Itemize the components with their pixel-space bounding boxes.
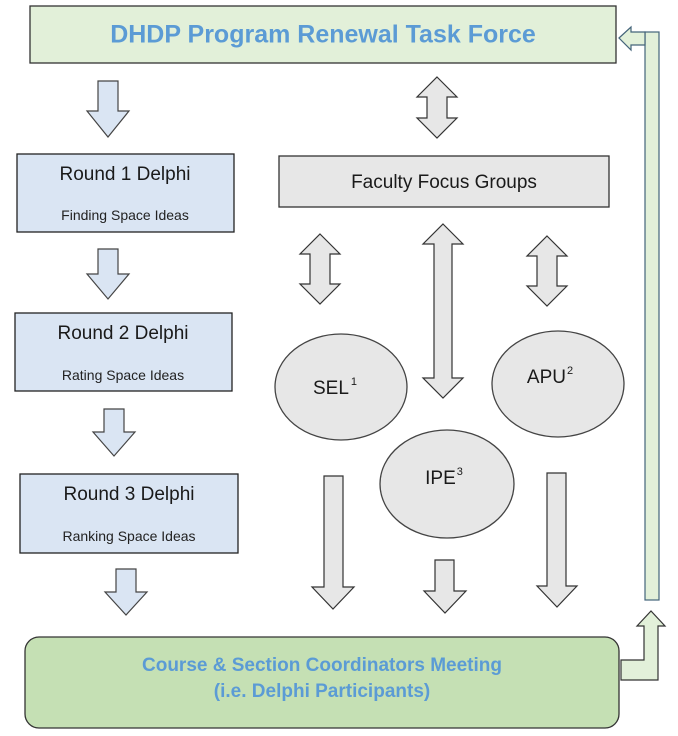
- focus-groups-box: [278, 155, 610, 208]
- feedback-arrow-vertical-bar: [644, 31, 660, 601]
- round-1-node[interactable]: Round 1 Delphi Finding Space Ideas: [16, 153, 235, 233]
- apu-label-text: APU: [527, 367, 566, 388]
- ipe-label: IPE3: [425, 466, 463, 489]
- down-arrow-sel-to-meeting: [310, 475, 356, 610]
- down-arrow-taskforce-to-round1: [85, 80, 131, 138]
- double-arrow-focus-apu: [525, 235, 569, 307]
- round-2-box: [14, 312, 233, 392]
- feedback-arrow-meeting-up: [620, 610, 667, 681]
- round-2-subtitle: Rating Space Ideas: [62, 367, 184, 383]
- apu-ellipse: [491, 330, 625, 438]
- task-force-box: [29, 5, 617, 64]
- focus-groups-node[interactable]: Faculty Focus Groups: [278, 155, 610, 208]
- feedback-arrow-into-taskforce: [618, 25, 646, 52]
- focus-groups-title: Faculty Focus Groups: [351, 172, 537, 193]
- sel-ellipse: [274, 333, 408, 441]
- ipe-node[interactable]: IPE3: [379, 429, 515, 539]
- round-1-box: [16, 153, 235, 233]
- apu-superscript: 2: [567, 365, 573, 377]
- apu-label: APU2: [527, 365, 573, 388]
- double-arrow-taskforce-focus: [415, 76, 459, 139]
- apu-node[interactable]: APU2: [491, 330, 625, 438]
- double-arrow-focus-sel: [298, 233, 342, 305]
- round-3-node[interactable]: Round 3 Delphi Ranking Space Ideas: [19, 473, 239, 554]
- down-arrow-apu-to-meeting: [535, 472, 579, 608]
- sel-label-text: SEL: [313, 378, 349, 399]
- meeting-line-2: (i.e. Delphi Participants): [214, 681, 430, 702]
- round-1-title: Round 1 Delphi: [60, 164, 191, 185]
- sel-superscript: 1: [351, 376, 357, 388]
- ipe-superscript: 3: [457, 466, 463, 478]
- round-2-title: Round 2 Delphi: [58, 323, 189, 344]
- double-arrow-focus-ipe: [421, 223, 465, 399]
- ipe-label-text: IPE: [425, 468, 456, 489]
- ipe-ellipse: [379, 429, 515, 539]
- meeting-box: [24, 636, 620, 729]
- round-3-title: Round 3 Delphi: [64, 484, 195, 505]
- meeting-line-1: Course & Section Coordinators Meeting: [142, 655, 502, 676]
- round-3-box: [19, 473, 239, 554]
- round-3-subtitle: Ranking Space Ideas: [62, 528, 195, 544]
- task-force-node[interactable]: DHDP Program Renewal Task Force: [29, 5, 617, 64]
- meeting-node[interactable]: Course & Section Coordinators Meeting (i…: [24, 636, 620, 729]
- round-2-node[interactable]: Round 2 Delphi Rating Space Ideas: [14, 312, 233, 392]
- task-force-title: DHDP Program Renewal Task Force: [110, 21, 536, 49]
- down-arrow-round1-to-round2: [85, 248, 131, 300]
- round-1-subtitle: Finding Space Ideas: [61, 207, 189, 223]
- down-arrow-ipe-to-meeting: [422, 559, 468, 614]
- down-arrow-round3-to-meeting: [103, 568, 149, 616]
- down-arrow-round2-to-round3: [91, 408, 137, 457]
